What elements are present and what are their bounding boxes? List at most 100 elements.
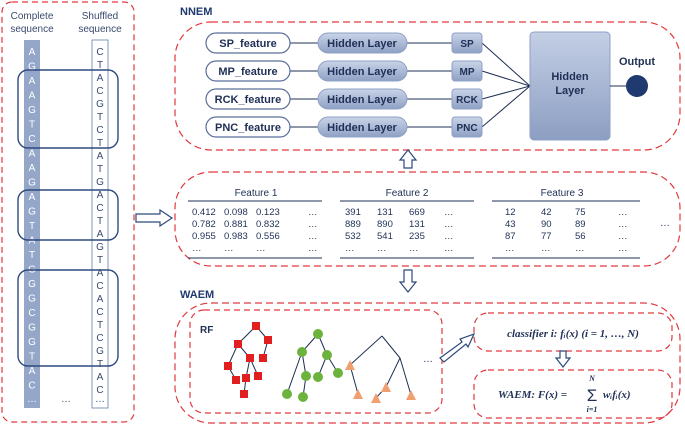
shuffled-seq-letter: C xyxy=(96,125,103,136)
feature-cell: 56 xyxy=(575,231,586,242)
nnem-input-label: SP_feature xyxy=(219,38,276,50)
classifier-box xyxy=(473,312,673,352)
shuffled-seq-letter: A xyxy=(97,151,104,162)
nnem-hidden-layer xyxy=(317,88,408,110)
feature-cell: 131 xyxy=(377,207,393,218)
shuffled-seq-letter: C xyxy=(96,203,103,214)
feature-cell: … xyxy=(308,231,318,242)
nnem-hidden-label: Hidden Layer xyxy=(327,38,397,50)
window-box-3 xyxy=(17,269,119,367)
tree-orange-triangle-nodes xyxy=(345,360,416,403)
complete-seq-letter: A xyxy=(29,163,36,174)
rf-label: RF xyxy=(200,325,213,336)
feature-cell: … xyxy=(505,243,515,254)
feature-cell: … xyxy=(444,231,454,242)
feature-cell: … xyxy=(618,207,628,218)
complete-seq-letter: C xyxy=(28,134,35,145)
shuffled-seq-letter: A xyxy=(97,372,104,383)
nnem-link xyxy=(481,85,531,128)
feature-cell: … xyxy=(444,219,454,230)
shuffled-seq-letter: C xyxy=(96,307,103,318)
feature-cell: … xyxy=(192,243,202,254)
nnem-output-box xyxy=(451,32,483,54)
nnem-output-label: SP xyxy=(460,39,474,50)
nnem-output-box xyxy=(451,88,483,110)
shuffled-seq-letter: A xyxy=(97,73,104,84)
complete-seq-letter: G xyxy=(28,105,36,116)
features-trailing-ellipsis: … xyxy=(660,218,670,229)
feature-cell: 235 xyxy=(409,231,425,242)
feature-cell: 669 xyxy=(409,207,425,218)
nnem-hidden-layer xyxy=(317,116,408,138)
rf-panel xyxy=(189,309,443,414)
feature-cell: 0.123 xyxy=(256,207,280,218)
complete-seq-letter: G xyxy=(28,279,36,290)
feature-cell: … xyxy=(444,243,454,254)
shuffled-seq-letter: T xyxy=(97,60,103,71)
complete-label-2: sequence xyxy=(10,24,54,35)
complete-seq-letter: C xyxy=(28,381,35,392)
feature-cell: … xyxy=(444,207,454,218)
feature-header: Feature 2 xyxy=(386,188,429,199)
arrow-features-to-nnem xyxy=(398,149,418,169)
shuffled-seq-letter: A xyxy=(97,268,104,279)
formula-right: wᵢfᵢ(x) xyxy=(603,389,631,401)
feature-cell: 90 xyxy=(541,219,552,230)
tree-orange-triangles xyxy=(349,335,412,399)
feature-cell: 0.556 xyxy=(256,231,280,242)
nnem-hidden-layer xyxy=(317,60,408,82)
complete-seq-letter: A xyxy=(29,76,36,87)
arrow-features-to-waem xyxy=(398,269,418,293)
shuffled-label-2: sequence xyxy=(78,24,122,35)
feature-cell: … xyxy=(345,243,355,254)
nnem-input-label: PNC_feature xyxy=(215,122,281,134)
feature-cell: … xyxy=(541,243,551,254)
feature-cell: 0.955 xyxy=(192,231,216,242)
complete-seq-letter: A xyxy=(29,366,36,377)
trees-ellipsis: … xyxy=(423,354,433,365)
feature-cell: … xyxy=(618,243,628,254)
shuffled-seq-letter: G xyxy=(96,177,104,188)
nnem-output-label: MP xyxy=(460,67,475,78)
feature-cell: 391 xyxy=(345,207,361,218)
nnem-hidden-label: Hidden Layer xyxy=(327,94,397,106)
complete-seq-letter: T xyxy=(29,250,35,261)
shuffled-seq-letter: T xyxy=(97,138,103,149)
feature-cell: 0.983 xyxy=(224,231,248,242)
tree-green-circles xyxy=(286,333,339,398)
nnem-hidden-label: Hidden Layer xyxy=(327,66,397,78)
complete-seq-letter: A xyxy=(29,149,36,160)
sequence-panel xyxy=(1,1,135,423)
shuffled-seq-letter: C xyxy=(96,333,103,344)
shuffled-sequence-bar xyxy=(91,39,109,409)
feature-cell: 75 xyxy=(575,207,586,218)
shuffled-ellipsis: … xyxy=(95,394,105,405)
complete-seq-letter: A xyxy=(29,236,36,247)
shuffled-seq-letter: A xyxy=(97,229,104,240)
feature-cell: 131 xyxy=(409,219,425,230)
nnem-output-box xyxy=(451,116,483,138)
nnem-link xyxy=(481,70,531,87)
nnem-input-label: MP_feature xyxy=(218,66,277,78)
tree-red-square-nodes xyxy=(224,322,272,398)
complete-seq-letter: G xyxy=(28,337,36,348)
feature-cell: 77 xyxy=(541,231,552,242)
feature-header: Feature 1 xyxy=(235,188,278,199)
nnem-hidden-layer xyxy=(317,32,408,54)
classifier-text: classifier i: fᵢ(x) (i = 1, …, N) xyxy=(507,328,639,340)
feature-cell: … xyxy=(618,219,628,230)
features-panel xyxy=(174,171,681,267)
feature-cell: 87 xyxy=(505,231,516,242)
nnem-output-label: RCK xyxy=(456,95,478,106)
complete-seq-letter: T xyxy=(29,120,35,131)
feature-cell: 890 xyxy=(377,219,393,230)
complete-sequence-bar xyxy=(24,40,40,408)
shuffled-seq-letter: T xyxy=(97,255,103,266)
nnem-output-label: PNC xyxy=(456,123,477,134)
nnem-link xyxy=(481,42,531,87)
complete-seq-letter: A xyxy=(29,91,36,102)
tree-green-circle-nodes xyxy=(282,329,343,402)
combined-hidden-label-1: Hidden xyxy=(551,71,589,83)
